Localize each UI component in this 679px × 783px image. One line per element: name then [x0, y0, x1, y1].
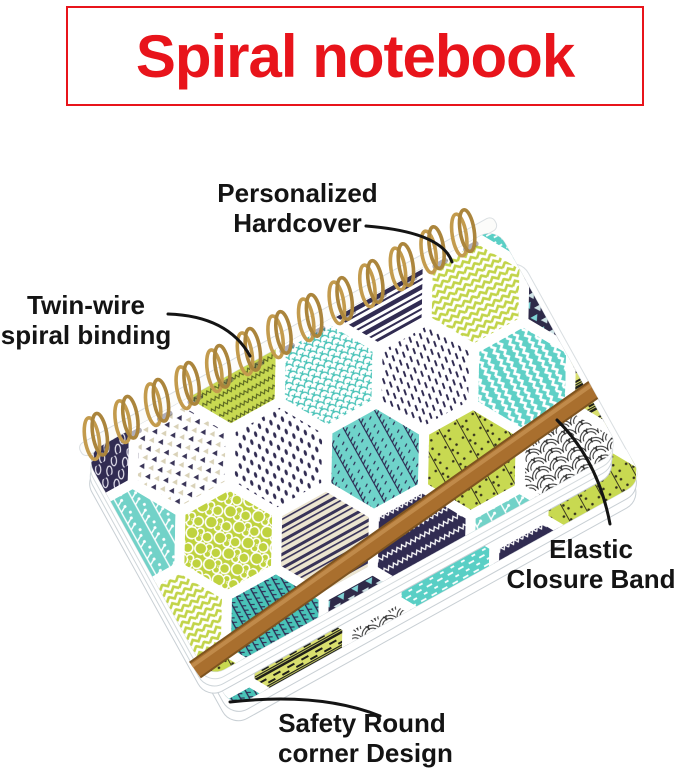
callout-line-spiral	[166, 312, 252, 358]
label-line: Elastic	[549, 534, 633, 564]
callout-line-hardcover	[364, 224, 454, 264]
label-line: Personalized	[217, 178, 378, 208]
label-line: Closure Band	[506, 564, 676, 594]
label-twin-wire-spiral-binding: Twin-wire spiral binding	[0, 290, 172, 350]
elastic-band	[189, 341, 644, 679]
label-elastic-closure-band: Elastic Closure Band	[503, 534, 679, 594]
label-line: Hardcover	[233, 208, 362, 238]
label-line: Twin-wire	[27, 290, 145, 320]
label-line: spiral binding	[0, 320, 172, 350]
page-title: Spiral notebook	[135, 22, 575, 90]
label-line: corner Design	[278, 738, 453, 768]
label-line: Safety Round	[278, 708, 446, 738]
callout-line-corner	[228, 697, 382, 718]
notebook-body	[67, 202, 679, 722]
label-safety-round-corner: Safety Round corner Design	[278, 708, 453, 768]
title-banner: Spiral notebook	[66, 6, 644, 106]
callout-line-elastic	[555, 418, 612, 526]
label-personalized-hardcover: Personalized Hardcover	[190, 178, 405, 238]
